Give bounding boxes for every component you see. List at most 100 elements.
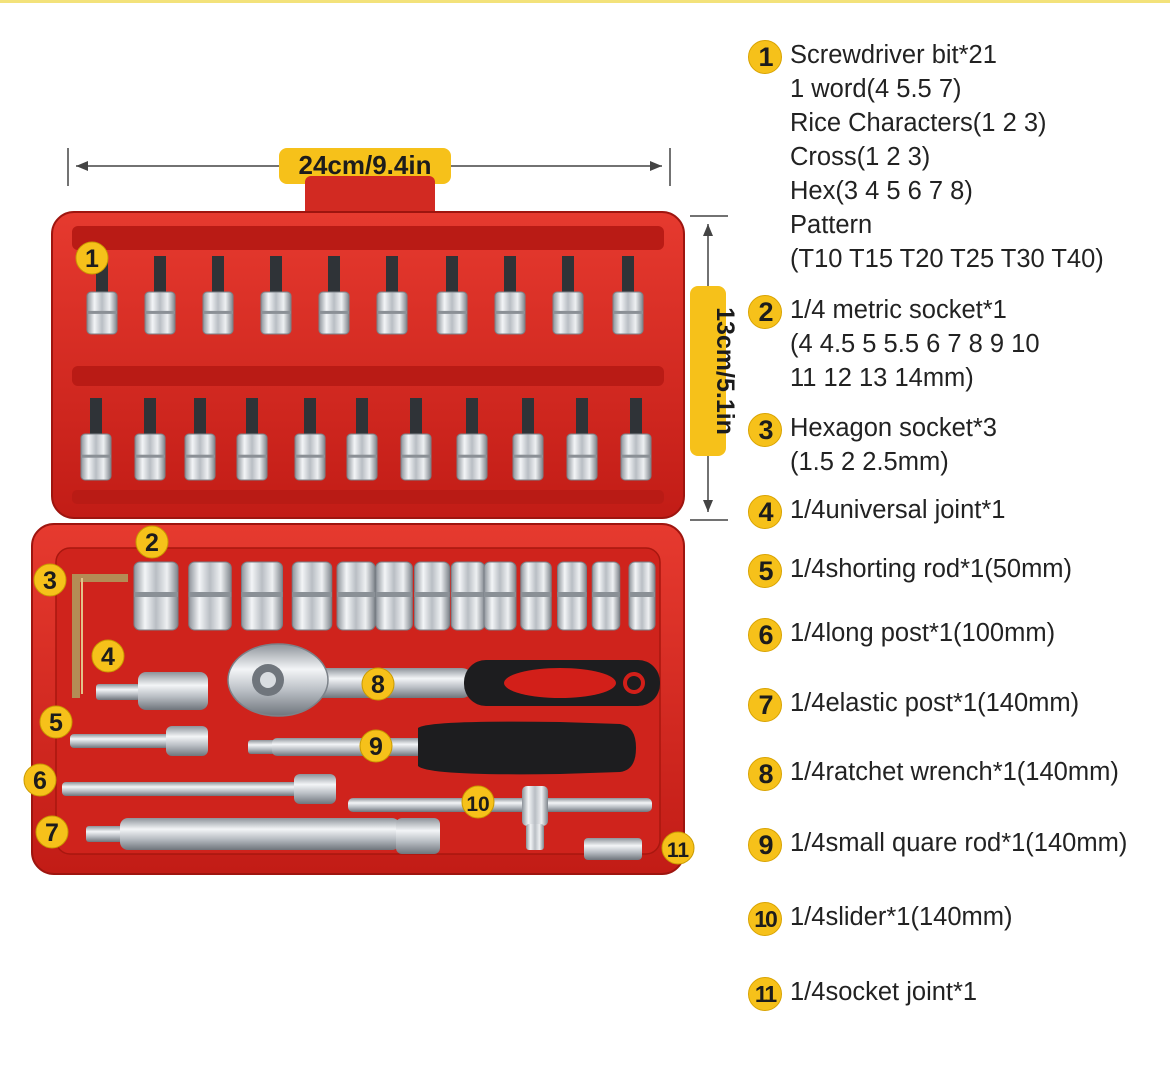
bit-holder — [260, 256, 292, 335]
bit-holder — [512, 398, 544, 481]
socket — [483, 561, 517, 631]
item-description: 1/4ratchet wrench*1(140mm) — [790, 755, 1119, 789]
bit-holder — [436, 256, 468, 335]
ratchet-wrench — [227, 643, 660, 717]
bit-holder — [144, 256, 176, 335]
item-description: 1/4long post*1(100mm) — [790, 616, 1055, 650]
callout-number: 5 — [49, 709, 63, 737]
socket — [450, 561, 486, 631]
callout-number: 6 — [33, 767, 47, 795]
bit-holder — [552, 256, 584, 335]
callout-number: 9 — [369, 733, 383, 761]
bit-holder — [80, 398, 112, 481]
item-description: 1/4elastic post*1(140mm) — [790, 686, 1079, 720]
screwdriver-bits — [80, 256, 652, 481]
callout-badge-5: 5 — [39, 705, 73, 739]
callout-badge-7: 7 — [35, 815, 69, 849]
callout-badge-4: 4 — [91, 639, 125, 673]
item-description: Hexagon socket*3 (1.5 2 2.5mm) — [790, 411, 997, 479]
item-description-line: Hex(3 4 5 6 7 8) — [790, 177, 973, 205]
callout-badge-8: 8 — [361, 667, 395, 701]
item-number-badge: 10 — [748, 902, 782, 936]
item-description-line: Hexagon socket*3 — [790, 414, 997, 442]
item-description-line: 1/4ratchet wrench*1(140mm) — [790, 758, 1119, 786]
socket — [188, 561, 232, 631]
bit-holder — [376, 256, 408, 335]
callout-number: 7 — [45, 819, 59, 847]
socket — [241, 561, 283, 631]
bit-adapter — [584, 838, 642, 860]
bit-holder — [612, 256, 644, 335]
width-label: 24cm/9.4in — [299, 150, 432, 180]
item-description-line: 1/4socket joint*1 — [790, 978, 978, 1006]
item-description-line: 1/4 metric socket*1 — [790, 296, 1007, 324]
item-description-line: 1/4long post*1(100mm) — [790, 619, 1056, 647]
item-description-line: 1/4universal joint*1 — [790, 496, 1006, 524]
socket — [336, 561, 376, 631]
item-number-badge: 5 — [748, 554, 782, 588]
item-description: 1/4socket joint*1 — [790, 975, 977, 1009]
item-description: 1/4small quare rod*1(140mm) — [790, 826, 1127, 860]
item-description-line: (T10 T15 T20 T25 T30 T40) — [790, 245, 1104, 273]
socket — [628, 561, 656, 631]
callout-badge-9: 9 — [359, 729, 393, 763]
bit-holder — [236, 398, 268, 481]
item-description-line: 1/4slider*1(140mm) — [790, 903, 1013, 931]
item-description-line: (1.5 2 2.5mm) — [790, 448, 949, 476]
height-dimension: 13cm/5.1in — [690, 215, 739, 521]
bit-holder — [294, 398, 326, 481]
item-number-badge: 1 — [748, 40, 782, 74]
item-number-badge: 2 — [748, 295, 782, 329]
callout-number: 1 — [85, 245, 99, 273]
socket — [133, 561, 179, 631]
metric-sockets — [133, 561, 656, 631]
item-number-badge: 8 — [748, 757, 782, 791]
item-description-line: 1/4elastic post*1(140mm) — [790, 689, 1080, 717]
height-label: 13cm/5.1in — [711, 307, 739, 435]
socket — [375, 561, 413, 631]
item-number-badge: 3 — [748, 413, 782, 447]
width-dimension: 24cm/9.4in — [67, 148, 671, 186]
item-number-badge: 4 — [748, 495, 782, 529]
socket — [291, 561, 333, 631]
item-description-line: Cross(1 2 3) — [790, 143, 931, 171]
item-number-badge: 7 — [748, 688, 782, 722]
item-description-line: 1/4shorting rod*1(50mm) — [790, 555, 1073, 583]
bit-holder — [494, 256, 526, 335]
flexible-extension-bar — [86, 818, 440, 854]
bit-holder — [566, 398, 598, 481]
bit-holder — [346, 398, 378, 481]
item-description-line: 11 12 13 14mm) — [790, 364, 974, 392]
sliding-t-bar — [348, 786, 652, 850]
callout-badge-2: 2 — [135, 525, 169, 559]
callout-badge-6: 6 — [23, 763, 57, 797]
item-number-badge: 6 — [748, 618, 782, 652]
bit-holder — [86, 256, 118, 335]
socket — [520, 561, 552, 631]
callout-number: 4 — [101, 643, 115, 671]
bit-holder — [202, 256, 234, 335]
callout-number: 10 — [466, 793, 489, 816]
callout-badge-1: 1 — [75, 241, 109, 275]
callout-number: 11 — [667, 839, 690, 862]
bit-holder — [400, 398, 432, 481]
bit-holder — [620, 398, 652, 481]
callout-badge-10: 10 — [461, 785, 495, 819]
item-description: 1/4shorting rod*1(50mm) — [790, 552, 1072, 586]
item-description-line: 1/4small quare rod*1(140mm) — [790, 829, 1128, 857]
item-description: 1/4universal joint*1 — [790, 493, 1005, 527]
bit-holder — [134, 398, 166, 481]
bit-holder — [184, 398, 216, 481]
long-extension-bar — [62, 774, 336, 804]
callout-badge-11: 11 — [661, 831, 695, 865]
socket — [591, 561, 621, 631]
item-number-badge: 11 — [748, 977, 782, 1011]
item-description-line: Pattern — [790, 211, 873, 239]
socket — [414, 561, 450, 631]
item-description: 1/4 metric socket*1(4 4.5 5 5.5 6 7 8 9 … — [790, 293, 1040, 395]
item-description-line: 1 word(4 5.5 7) — [790, 75, 962, 103]
item-number-badge: 9 — [748, 828, 782, 862]
